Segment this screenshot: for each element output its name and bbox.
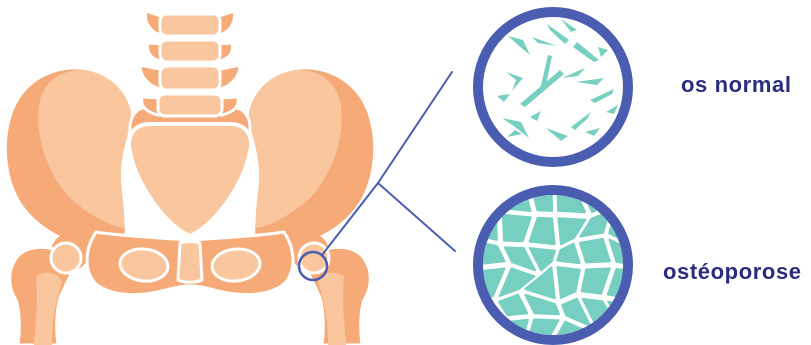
left-femur <box>10 243 81 345</box>
osteoporosis-label: ostéoporose <box>663 259 802 284</box>
vertebra <box>140 65 240 90</box>
normal-bone-magnifier <box>478 12 628 162</box>
callout-line-to-normal <box>378 72 452 183</box>
right-iliac-wing <box>248 68 375 248</box>
vertebra-body <box>160 40 220 62</box>
vertebra <box>148 40 233 62</box>
vertebra <box>146 11 235 36</box>
vertebra <box>142 94 239 116</box>
vertebra-body <box>160 14 220 36</box>
sacrum <box>129 124 251 236</box>
right-femur <box>299 243 370 345</box>
callout-line-to-osteoporosis <box>378 183 455 251</box>
normal-bone-label: os normal <box>681 72 792 97</box>
lumbar-spine <box>140 11 240 116</box>
left-femoral-head <box>51 243 81 273</box>
osteoporosis-magnifier <box>469 185 638 345</box>
vertebra-body <box>160 66 220 90</box>
pelvis-illustration <box>5 11 374 345</box>
vertebra-body <box>158 94 222 116</box>
pubic-symphysis <box>178 242 202 283</box>
pubic-region <box>87 232 293 295</box>
left-iliac-wing <box>5 68 132 248</box>
